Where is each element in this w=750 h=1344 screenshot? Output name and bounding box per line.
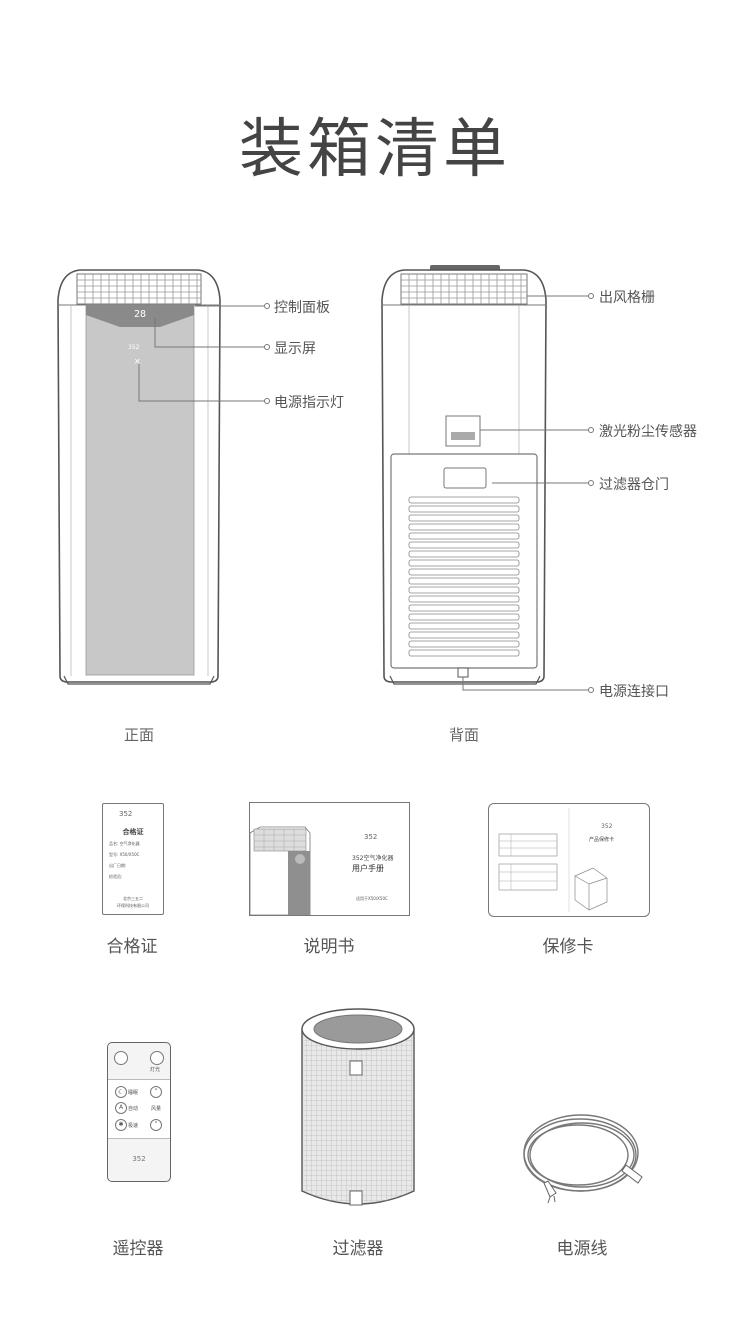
remote-speed-label: 风量 bbox=[151, 1106, 162, 1112]
remote-sleep-icon: ☾ bbox=[115, 1086, 127, 1098]
remote-light-label: 灯光 bbox=[150, 1067, 161, 1073]
remote-brand: 352 bbox=[132, 1155, 146, 1163]
certificate-footer: 北京三五二 bbox=[123, 896, 143, 901]
remote-boost-label: 极速 bbox=[128, 1123, 139, 1129]
certificate-heading: 合格证 bbox=[122, 828, 144, 836]
warranty-caption: 保修卡 bbox=[542, 937, 594, 957]
power-cord-caption: 电源线 bbox=[556, 1239, 608, 1259]
page-title: 装箱清单 bbox=[239, 113, 511, 187]
warranty-card: 352 产品保修卡 bbox=[488, 803, 650, 917]
certificate-line: 品名: 空气净化器 bbox=[109, 841, 140, 846]
remote-power-button-icon bbox=[114, 1051, 128, 1065]
callout-display-screen: 显示屏 bbox=[274, 341, 316, 357]
manual-model: 适用于X50/X50C bbox=[356, 896, 388, 901]
certificate-card: 352 合格证 品名: 空气净化器 型号: X50/X50C 出厂日期: 检验员… bbox=[102, 803, 164, 915]
manual-booklet: 352 352空气净化器 用户手册 适用于X50/X50C bbox=[249, 802, 410, 916]
callout-laser-dust-sensor: 激光粉尘传感器 bbox=[599, 424, 697, 440]
certificate-line: 检验员: bbox=[109, 874, 123, 879]
remote-caption: 遥控器 bbox=[112, 1239, 164, 1259]
manual-cover-illustration bbox=[250, 826, 311, 915]
remote-light-button-icon bbox=[150, 1051, 164, 1065]
back-caption: 背面 bbox=[448, 726, 479, 744]
warranty-heading: 产品保修卡 bbox=[589, 837, 615, 843]
remote-control: 灯光 ☾ 睡眠 ˄ A 自动 风量 ✱ 极速 ˅ 352 bbox=[107, 1042, 171, 1182]
callout-control-panel: 控制面板 bbox=[274, 300, 330, 316]
warranty-card-illustration bbox=[498, 808, 608, 912]
manual-title-line: 352空气净化器 bbox=[352, 855, 394, 862]
front-display-readout: 28 bbox=[133, 309, 147, 320]
manual-caption: 说明书 bbox=[303, 937, 355, 957]
remote-boost-icon: ✱ bbox=[115, 1119, 127, 1131]
power-cord-illustration bbox=[523, 1114, 643, 1204]
filter-cylinder-illustration bbox=[301, 1008, 415, 1206]
remote-down-icon: ˅ bbox=[150, 1119, 162, 1131]
callout-filter-door: 过滤器仓门 bbox=[599, 477, 669, 493]
remote-sleep-label: 睡眠 bbox=[128, 1090, 139, 1096]
manual-brand: 352 bbox=[364, 833, 378, 841]
certificate-brand: 352 bbox=[119, 810, 133, 818]
purifier-front-illustration bbox=[57, 269, 270, 685]
certificate-line: 出厂日期: bbox=[109, 863, 127, 868]
certificate-caption: 合格证 bbox=[106, 937, 158, 957]
front-caption: 正面 bbox=[123, 726, 154, 744]
certificate-line: 型号: X50/X50C bbox=[109, 852, 140, 857]
callout-power-light: 电源指示灯 bbox=[274, 395, 344, 411]
callout-power-port: 电源连接口 bbox=[599, 684, 669, 700]
remote-up-icon: ˄ bbox=[150, 1086, 162, 1098]
power-indicator-icon: ✕ bbox=[134, 357, 141, 366]
filter-caption: 过滤器 bbox=[332, 1239, 384, 1259]
remote-auto-icon: A bbox=[115, 1102, 127, 1114]
front-brand-mark: 352 bbox=[128, 344, 140, 351]
callout-air-outlet-grille: 出风格栅 bbox=[599, 290, 655, 306]
certificate-footer: 环保科技有限公司 bbox=[117, 903, 149, 908]
manual-title-line: 用户手册 bbox=[352, 864, 384, 873]
warranty-brand: 352 bbox=[601, 823, 613, 830]
purifier-back-illustration bbox=[381, 265, 594, 693]
remote-auto-label: 自动 bbox=[128, 1106, 139, 1112]
